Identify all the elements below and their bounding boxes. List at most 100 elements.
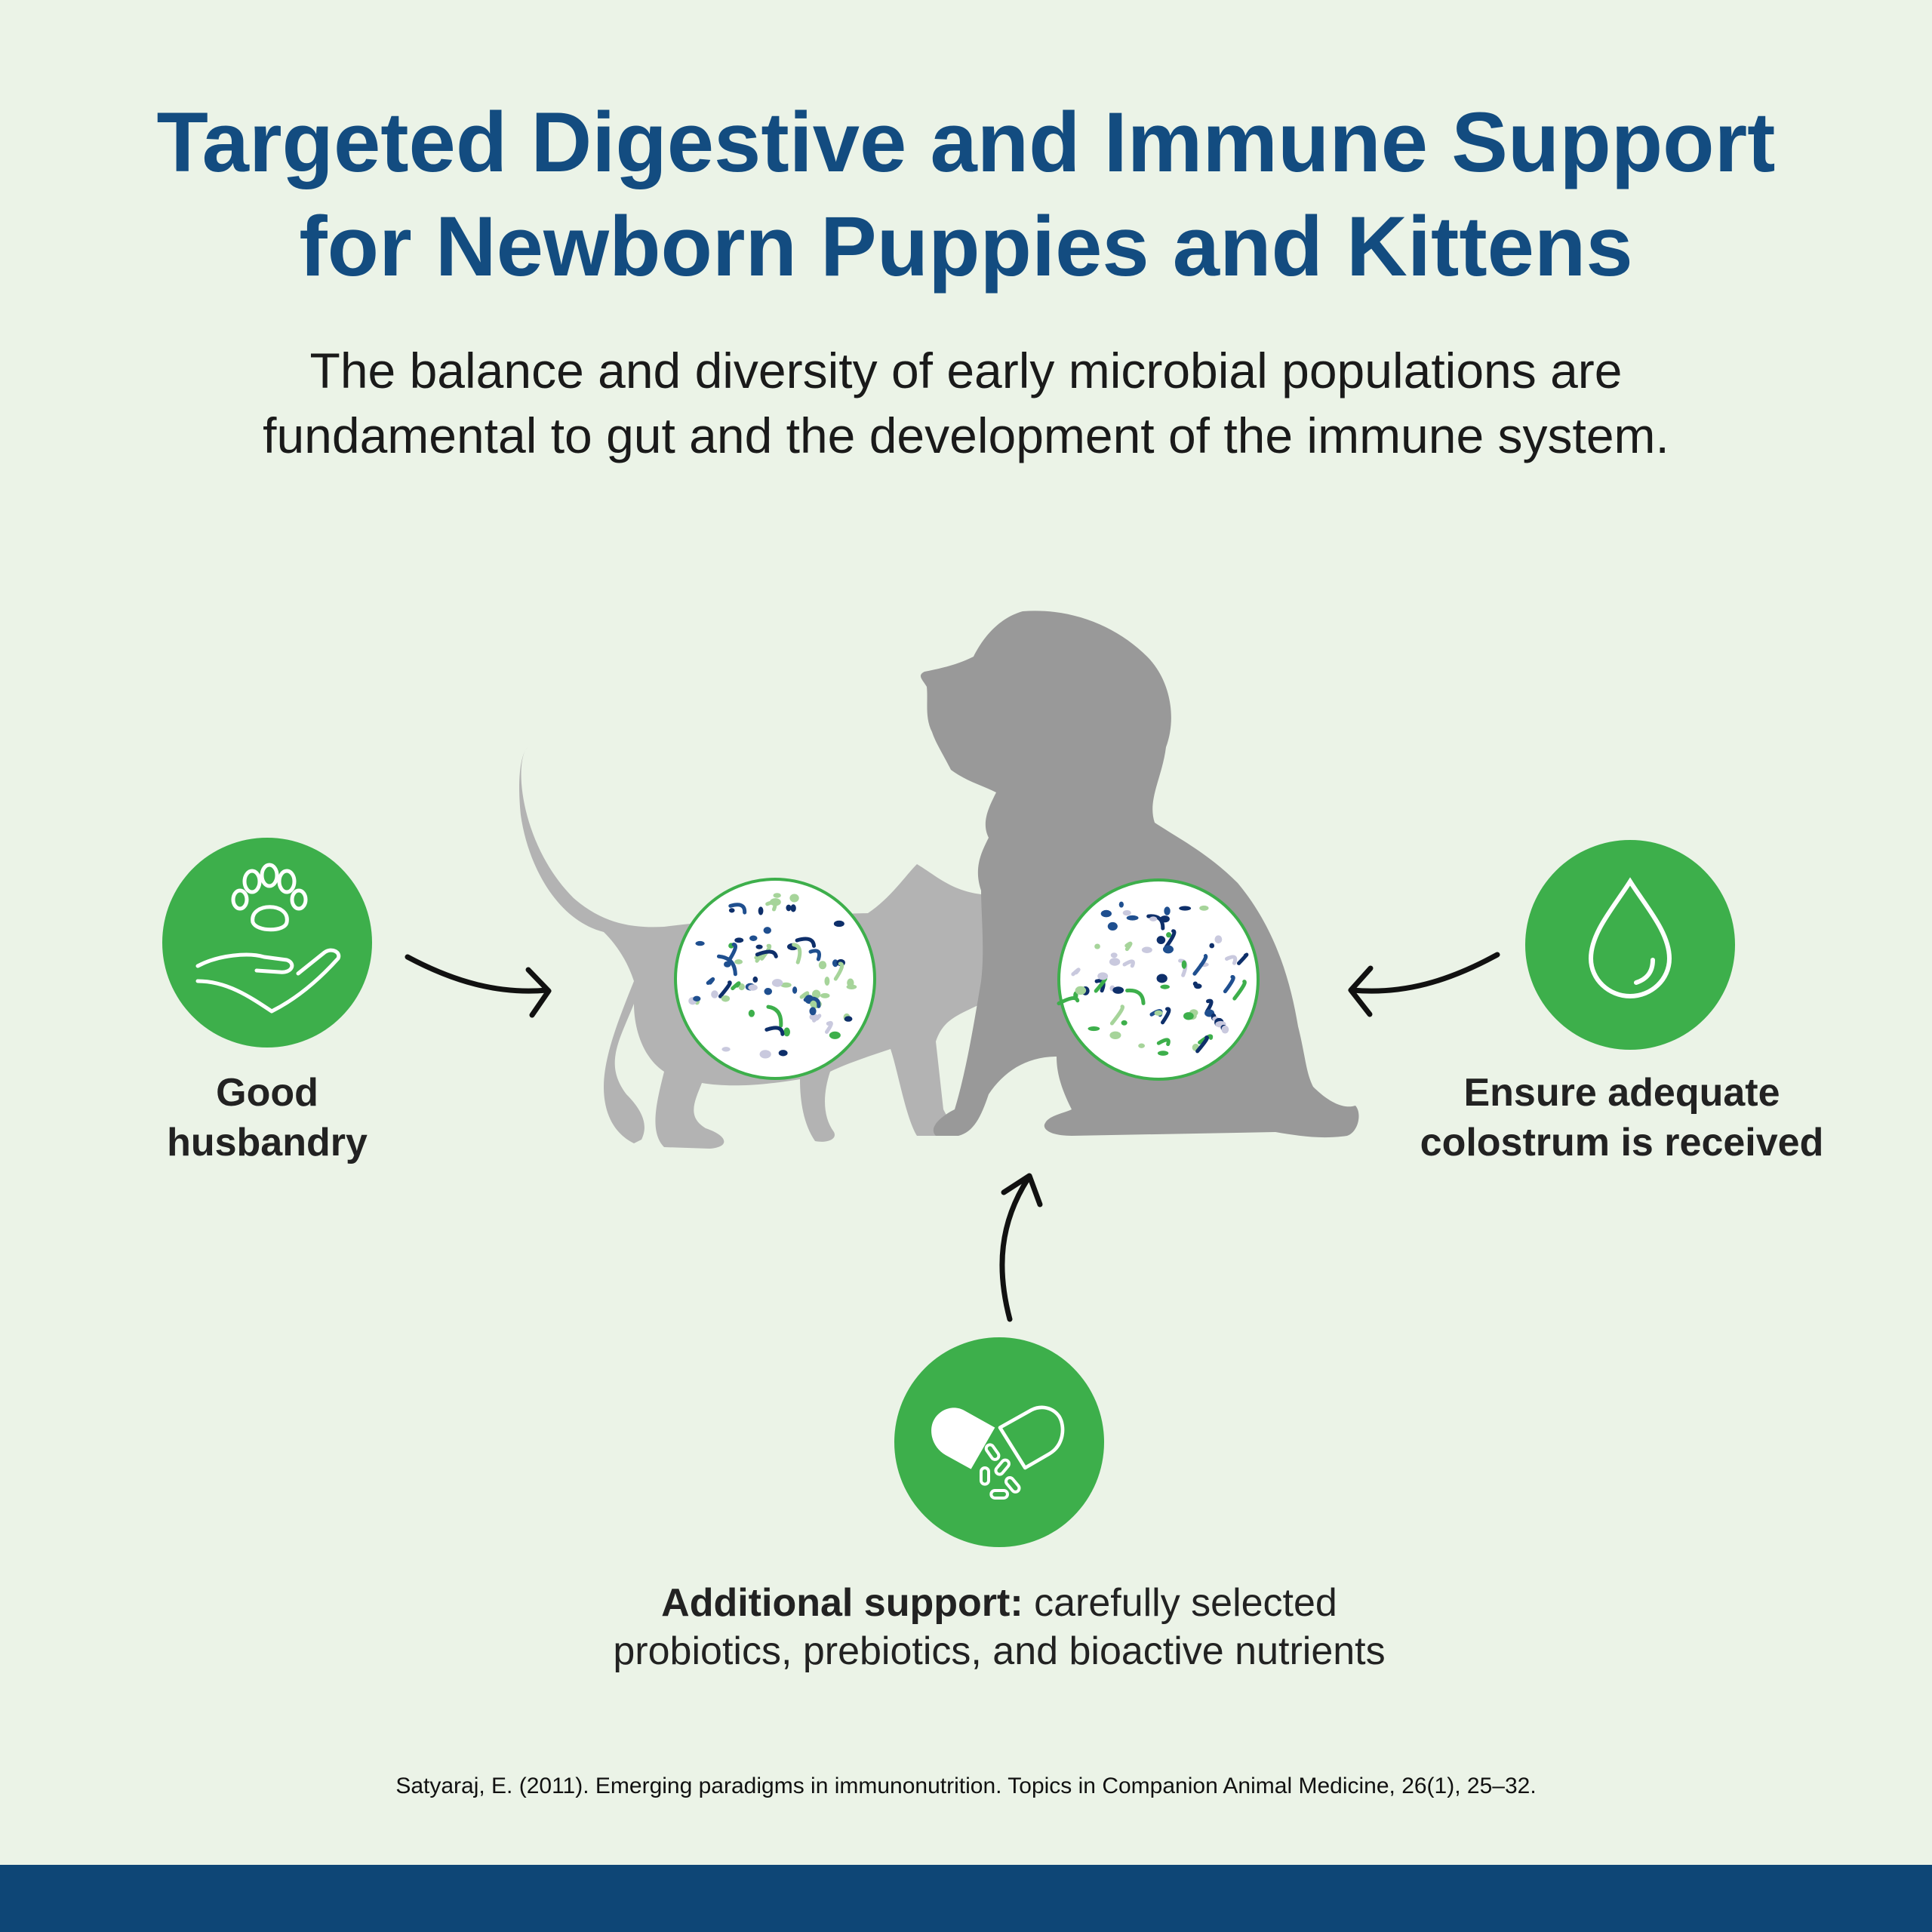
microbe: [1232, 980, 1247, 1001]
microbe: [809, 1013, 818, 1021]
subtitle: The balance and diversity of early micro…: [0, 338, 1932, 468]
colostrum-label-line-2: colostrum is received: [1420, 1121, 1824, 1164]
microbe: [799, 991, 810, 999]
microbe: [818, 961, 827, 970]
microbe: [1109, 1004, 1125, 1026]
microbe: [711, 990, 718, 998]
microbe: [1209, 943, 1215, 949]
microbe: [792, 986, 798, 994]
microbe: [1141, 946, 1152, 954]
microbe: [809, 1007, 817, 1016]
support-label-rest: carefully selected: [1023, 1581, 1337, 1625]
microbe: [1107, 921, 1118, 931]
microbe: [706, 977, 715, 985]
microbe: [1164, 929, 1177, 949]
paw-in-hand-icon: [195, 863, 341, 1014]
microbe: [832, 959, 838, 968]
title-line-2: for Newborn Puppies and Kittens: [299, 199, 1633, 294]
microbe: [795, 937, 817, 948]
microbe: [755, 944, 763, 949]
arrow-support-head: [1001, 1173, 1043, 1208]
microbe: [734, 937, 744, 943]
microbe: [1160, 984, 1170, 989]
microbe: [1183, 1012, 1194, 1020]
microbe: [721, 995, 731, 1002]
microbe: [811, 989, 821, 999]
page-title: Targeted Digestive and Immune Support fo…: [0, 91, 1932, 299]
microbe: [1181, 960, 1187, 969]
microbe: [1109, 1031, 1121, 1039]
microbe: [1125, 988, 1146, 1005]
microbe: [1109, 958, 1121, 966]
support-circle: [894, 1337, 1104, 1547]
microbe: [1100, 909, 1112, 918]
microbe: [731, 981, 741, 991]
microbe: [1094, 943, 1100, 949]
arrow-support: [999, 1176, 1031, 1322]
support-label-bold: Additional support:: [661, 1581, 1023, 1625]
microbe: [1118, 901, 1124, 908]
microbe: [1164, 906, 1171, 915]
microbe: [1162, 945, 1174, 954]
arrow-colostrum-head: [1348, 965, 1374, 1017]
microbe: [833, 961, 844, 981]
microbe: [1088, 1026, 1100, 1032]
subtitle-line-2: fundamental to gut and the development o…: [263, 408, 1669, 463]
microbe: [820, 992, 830, 998]
microbe: [727, 943, 738, 963]
microbe: [844, 1016, 853, 1022]
husbandry-label: Good husbandry: [78, 1068, 456, 1168]
microbe: [1154, 1010, 1163, 1016]
microbe: [763, 927, 771, 934]
title-line-1: Targeted Digestive and Immune Support: [156, 95, 1776, 189]
microbe: [783, 1027, 791, 1037]
microbe: [766, 1004, 783, 1028]
microbe: [1057, 996, 1080, 1006]
microbe: [780, 982, 792, 988]
microbe: [1199, 905, 1209, 911]
microbe: [764, 988, 773, 995]
microbe: [1166, 932, 1172, 938]
microbe: [1122, 909, 1131, 916]
microbe: [1195, 1035, 1209, 1054]
microbe: [1124, 941, 1133, 952]
microbe: [769, 898, 781, 906]
microbe: [1156, 1038, 1171, 1047]
microbe: [695, 940, 705, 946]
microbe: [1138, 1043, 1146, 1048]
microbe: [824, 1020, 833, 1034]
microbe: [1179, 906, 1192, 911]
microbe: [1160, 915, 1170, 923]
microbe: [748, 984, 758, 991]
microbe: [1156, 974, 1168, 983]
microbe: [773, 893, 781, 898]
microbe: [728, 903, 747, 915]
microbe: [1156, 936, 1166, 945]
microbe: [734, 959, 743, 964]
microbe: [771, 979, 783, 987]
microbe: [749, 935, 758, 941]
microbe: [728, 908, 735, 913]
colostrum-label-line-1: Ensure adequate: [1463, 1071, 1780, 1115]
colostrum-label: Ensure adequate colostrum is received: [1320, 1068, 1924, 1168]
microbe: [1192, 954, 1208, 976]
husbandry-label-line-1: Good: [216, 1071, 318, 1115]
microbe: [758, 906, 764, 915]
microbe: [752, 976, 758, 983]
microbe: [1194, 983, 1202, 989]
microbe: [759, 1050, 771, 1059]
microbe: [1214, 935, 1223, 944]
microbe: [1112, 986, 1124, 994]
microbe: [754, 953, 762, 963]
microbe: [748, 1009, 755, 1017]
arrow-colostrum: [1349, 952, 1500, 994]
microbe: [764, 1026, 785, 1036]
microbe: [829, 1031, 841, 1039]
microbe: [1110, 952, 1118, 958]
subtitle-line-1: The balance and diversity of early micro…: [309, 343, 1623, 398]
husbandry-label-line-2: husbandry: [167, 1121, 368, 1164]
support-label: Additional support: carefully selected p…: [245, 1579, 1754, 1675]
microbe: [1237, 952, 1249, 965]
microbe: [1075, 986, 1087, 995]
